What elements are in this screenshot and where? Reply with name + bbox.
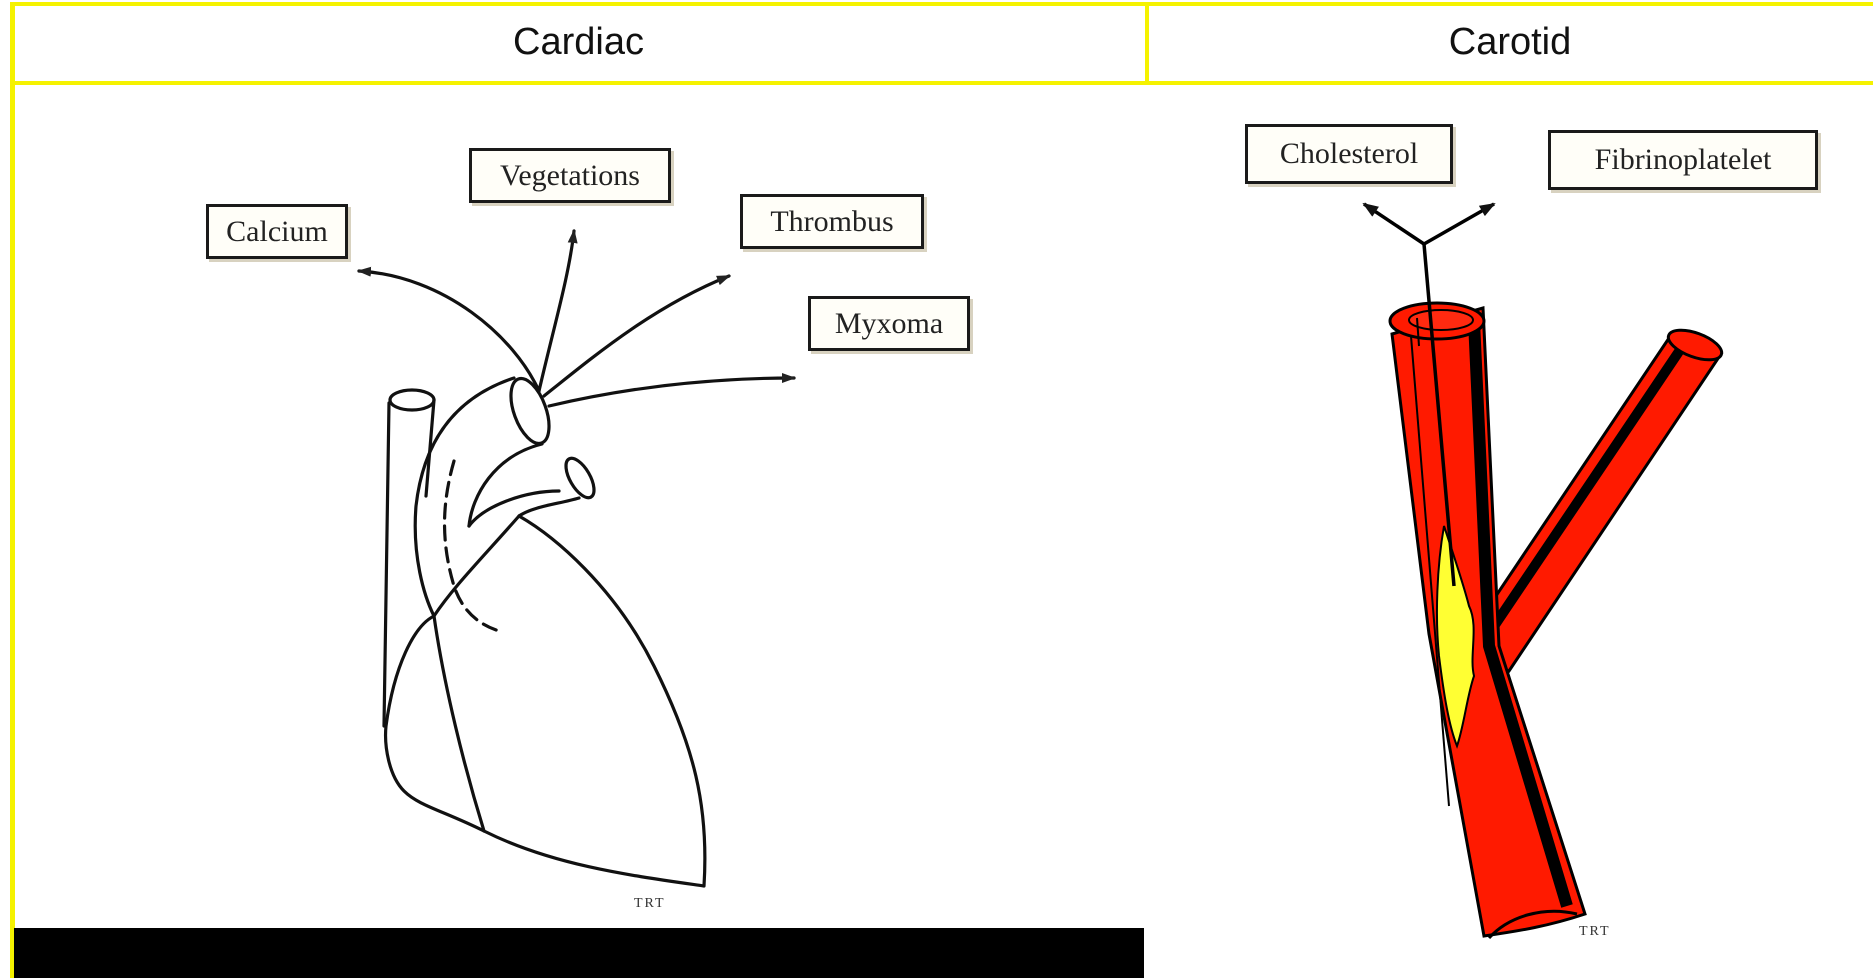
label-cholesterol: Cholesterol — [1245, 124, 1453, 184]
heart-illustration — [14, 86, 1145, 928]
carotid-diagram: Cholesterol Fibrinoplatelet TRT — [1149, 86, 1873, 978]
grid-line-header-bottom — [10, 81, 1873, 85]
label-calcium: Calcium — [206, 204, 348, 259]
label-thrombus: Thrombus — [740, 194, 924, 249]
artist-signature-carotid: TRT — [1579, 924, 1611, 940]
header-cardiac: Cardiac — [10, 3, 1147, 81]
cardiac-diagram: Calcium Vegetations Thrombus Myxoma TRT — [14, 86, 1145, 928]
artist-signature-cardiac: TRT — [634, 896, 666, 912]
vena-cava-shape — [384, 403, 389, 726]
redaction-bar — [14, 928, 1144, 978]
label-vegetations: Vegetations — [469, 148, 671, 203]
heart-outline — [386, 516, 705, 886]
aorta-shape — [415, 378, 514, 616]
header-carotid: Carotid — [1147, 3, 1873, 81]
carotid-artery-illustration — [1149, 86, 1873, 978]
label-fibrinoplatelet: Fibrinoplatelet — [1548, 130, 1818, 190]
label-myxoma: Myxoma — [808, 296, 970, 351]
